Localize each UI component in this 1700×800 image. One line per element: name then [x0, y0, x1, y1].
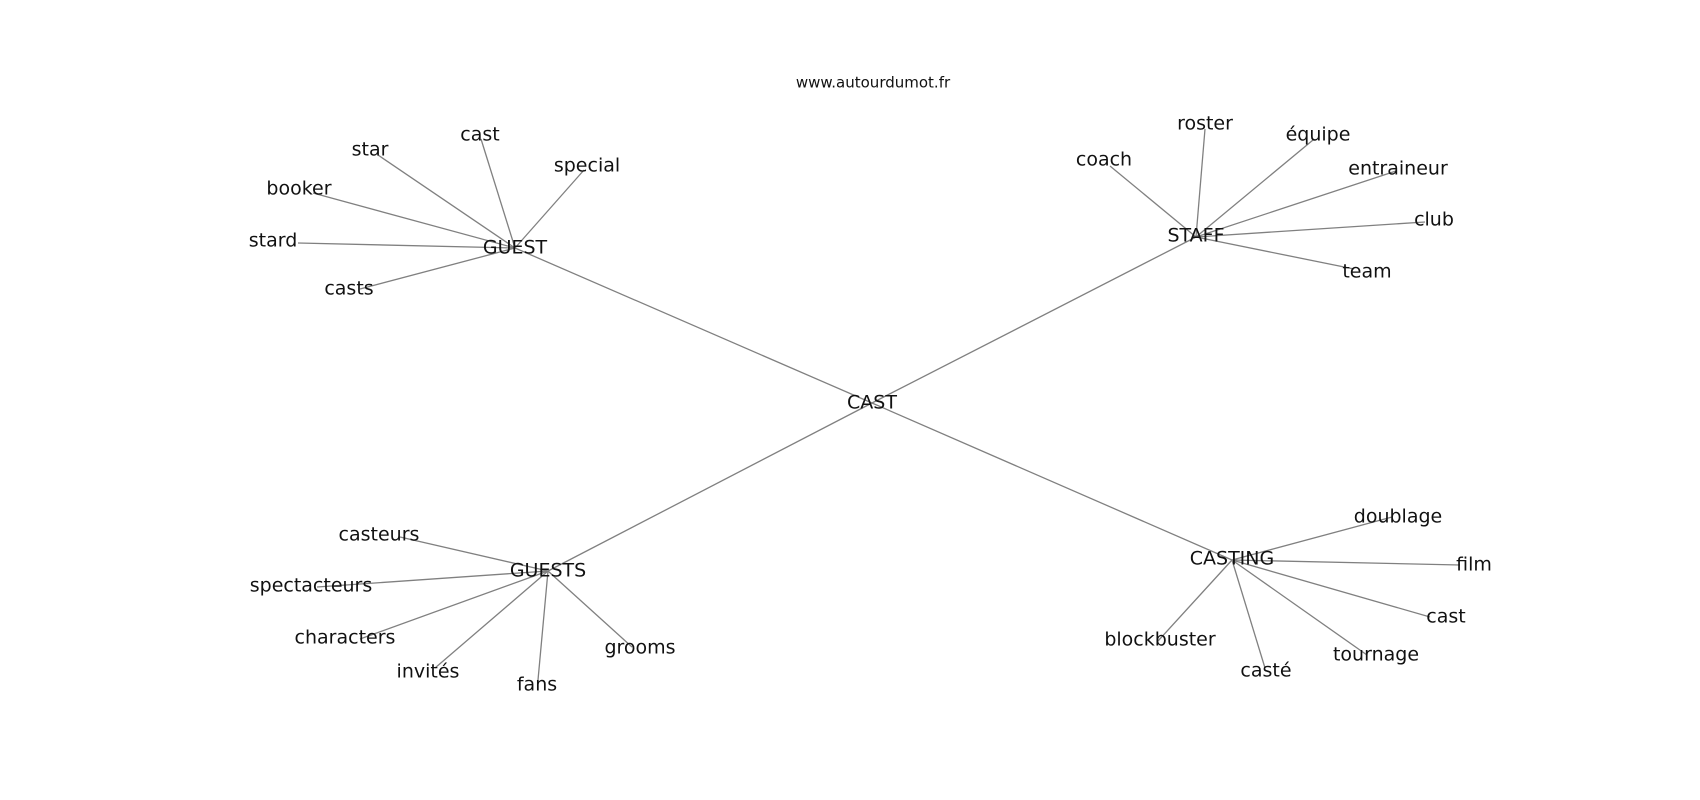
node-casting-cast: cast: [1426, 606, 1465, 628]
node-staff-team: team: [1342, 261, 1391, 283]
edge-guest-booker: [312, 192, 516, 249]
node-guests-fans: fans: [517, 674, 557, 696]
edge-staff-entraineur: [1195, 170, 1397, 238]
edge-casting-tournage: [1231, 559, 1368, 656]
edge-guests-spectacteurs: [316, 570, 549, 588]
node-staff-club: club: [1414, 209, 1454, 231]
node-casting-blockbuster: blockbuster: [1104, 629, 1216, 651]
edge-staff-equipe: [1195, 139, 1314, 238]
edge-casting-cast: [1231, 559, 1431, 618]
source-caption: www.autourdumot.fr: [796, 74, 951, 92]
node-guests-spectacteurs: spectacteurs: [250, 575, 373, 597]
edge-guests-casteurs: [399, 536, 549, 572]
node-casting: CASTING: [1190, 548, 1274, 570]
node-casting-doublage: doublage: [1354, 506, 1442, 528]
node-guest-cast: cast: [460, 124, 499, 146]
edge-guest-casts: [359, 247, 516, 290]
node-guest-booker: booker: [266, 178, 331, 200]
edge-cast-guest: [514, 247, 873, 404]
node-casting-caste: casté: [1240, 660, 1291, 682]
edge-guest-cast: [480, 138, 516, 249]
node-guests-grooms: grooms: [604, 637, 675, 659]
node-staff-coach: coach: [1076, 149, 1132, 171]
node-center: CAST: [847, 392, 897, 414]
graph-edges: [297, 128, 1461, 681]
edge-staff-coach: [1109, 165, 1197, 238]
node-guest-stard: stard: [249, 230, 298, 252]
node-staff-roster: roster: [1177, 113, 1233, 135]
edge-casting-film: [1231, 559, 1461, 566]
edge-cast-casting: [871, 402, 1233, 561]
node-guests: GUESTS: [510, 560, 586, 582]
edge-guest-star: [377, 154, 516, 249]
edge-cast-guests: [547, 402, 873, 572]
edge-guests-invites: [434, 570, 549, 669]
node-guest-special: special: [554, 155, 620, 177]
node-casting-film: film: [1456, 554, 1492, 576]
edge-guests-fans: [537, 570, 549, 681]
edge-casting-caste: [1231, 559, 1266, 669]
edge-guests-grooms: [547, 570, 633, 648]
edge-cast-staff: [871, 236, 1197, 404]
node-casting-tournage: tournage: [1333, 644, 1419, 666]
node-guest: GUEST: [483, 237, 548, 259]
edge-staff-team: [1195, 236, 1355, 270]
graph-labels: CAST GUEST star cast special booker star…: [249, 113, 1492, 696]
node-staff-equipe: équipe: [1286, 124, 1351, 146]
edge-guest-stard: [297, 242, 516, 249]
edge-guest-special: [514, 169, 585, 249]
node-staff: STAFF: [1167, 225, 1224, 247]
node-guests-casteurs: casteurs: [339, 524, 420, 546]
edge-staff-roster: [1195, 128, 1206, 238]
edge-staff-club: [1195, 221, 1426, 238]
node-guests-characters: characters: [295, 627, 396, 649]
edge-guests-characters: [359, 570, 549, 640]
node-staff-entraineur: entraineur: [1348, 158, 1448, 180]
edge-casting-blockbuster: [1157, 559, 1233, 642]
node-guests-invites: invités: [397, 661, 460, 683]
node-guest-casts: casts: [324, 278, 373, 300]
edge-casting-doublage: [1231, 516, 1393, 561]
node-guest-star: star: [352, 139, 389, 161]
